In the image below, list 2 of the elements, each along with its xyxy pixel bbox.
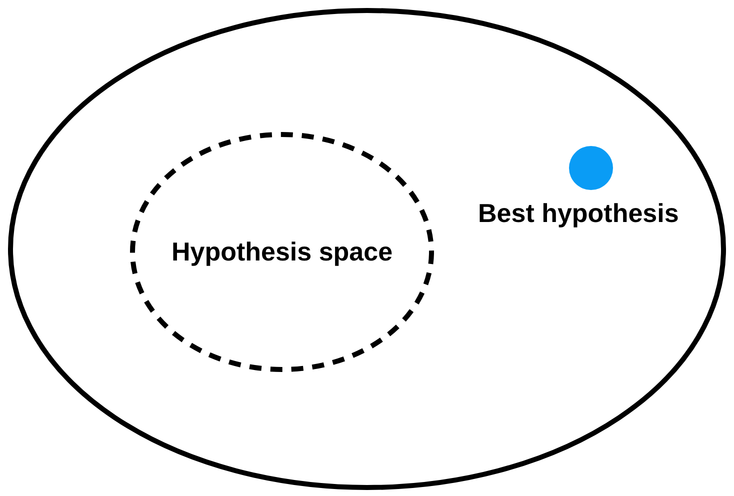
region-label: Hypothesis space [171, 236, 393, 268]
marker-label: Best hypothesis [478, 198, 679, 229]
